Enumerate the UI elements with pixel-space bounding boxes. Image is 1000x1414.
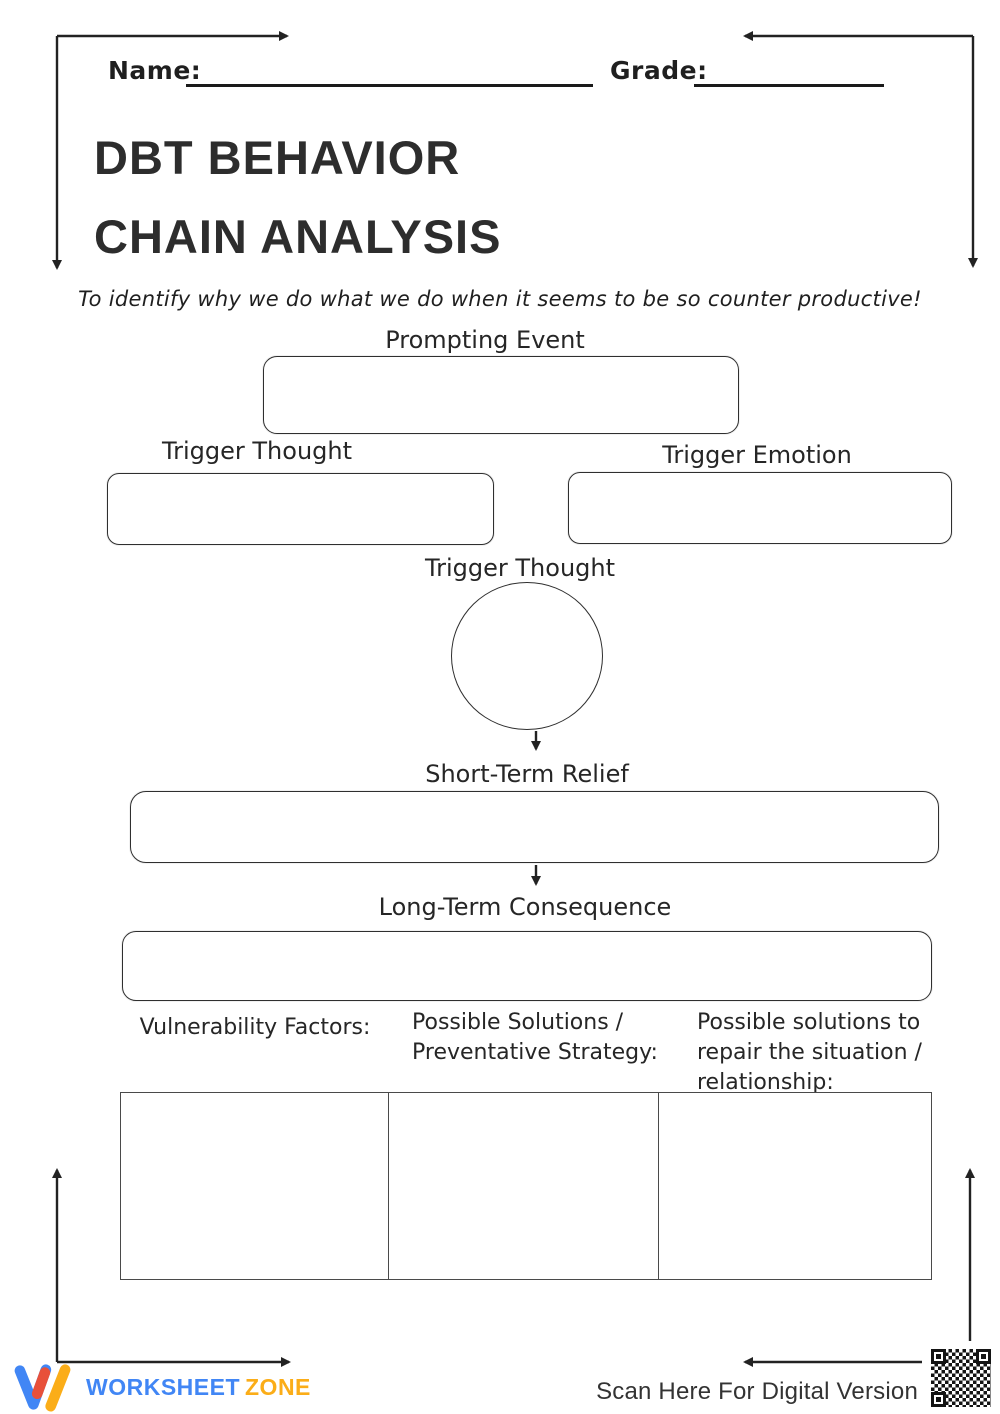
trigger-thought-circle-label: Trigger Thought [424, 554, 616, 582]
trigger-thought-box[interactable] [107, 473, 494, 545]
name-fill-line[interactable] [186, 84, 593, 87]
long-term-consequence-box[interactable] [122, 931, 932, 1001]
grade-label: Grade: [610, 56, 708, 85]
qr-pattern [931, 1348, 991, 1407]
qr-finder-bottom-left [931, 1391, 946, 1407]
page-subtitle: To identify why we do what we do when it… [78, 287, 922, 311]
table-cell-vulnerability[interactable] [121, 1093, 388, 1279]
table-cell-solutions[interactable] [388, 1093, 658, 1279]
long-term-consequence-label: Long-Term Consequence [378, 893, 672, 921]
trigger-thought-circle[interactable] [451, 582, 603, 730]
short-term-relief-label: Short-Term Relief [425, 760, 629, 788]
qr-finder-top-left [931, 1348, 946, 1364]
w-logo-icon [14, 1364, 71, 1412]
trigger-emotion-box[interactable] [568, 472, 952, 544]
prompting-event-box[interactable] [263, 356, 739, 434]
name-label: Name: [108, 56, 202, 85]
brand-word-worksheet: WORKSHEET [86, 1373, 240, 1400]
brand-word-zone: ZONE [245, 1373, 311, 1400]
col-header-possible-solutions: Possible Solutions / Preventative Strate… [412, 1010, 658, 1065]
solutions-table [120, 1092, 932, 1280]
qr-finder-top-right [976, 1348, 991, 1364]
col-header-vulnerability-factors: Vulnerability Factors: [139, 1015, 371, 1040]
table-cell-repair[interactable] [658, 1093, 931, 1279]
short-term-relief-box[interactable] [130, 791, 939, 863]
col-header-repair-solutions: Possible solutions to repair the situati… [697, 1010, 922, 1095]
trigger-emotion-label: Trigger Emotion [662, 441, 852, 469]
qr-code [922, 1341, 1000, 1414]
corner-arrow-top-right [743, 31, 978, 268]
trigger-thought-label: Trigger Thought [161, 437, 353, 465]
prompting-event-label: Prompting Event [385, 326, 585, 354]
scan-here-label: Scan Here For Digital Version [596, 1378, 918, 1405]
grade-fill-line[interactable] [694, 84, 884, 87]
page-title: DBT BEHAVIOR CHAIN ANALYSIS [94, 131, 502, 263]
